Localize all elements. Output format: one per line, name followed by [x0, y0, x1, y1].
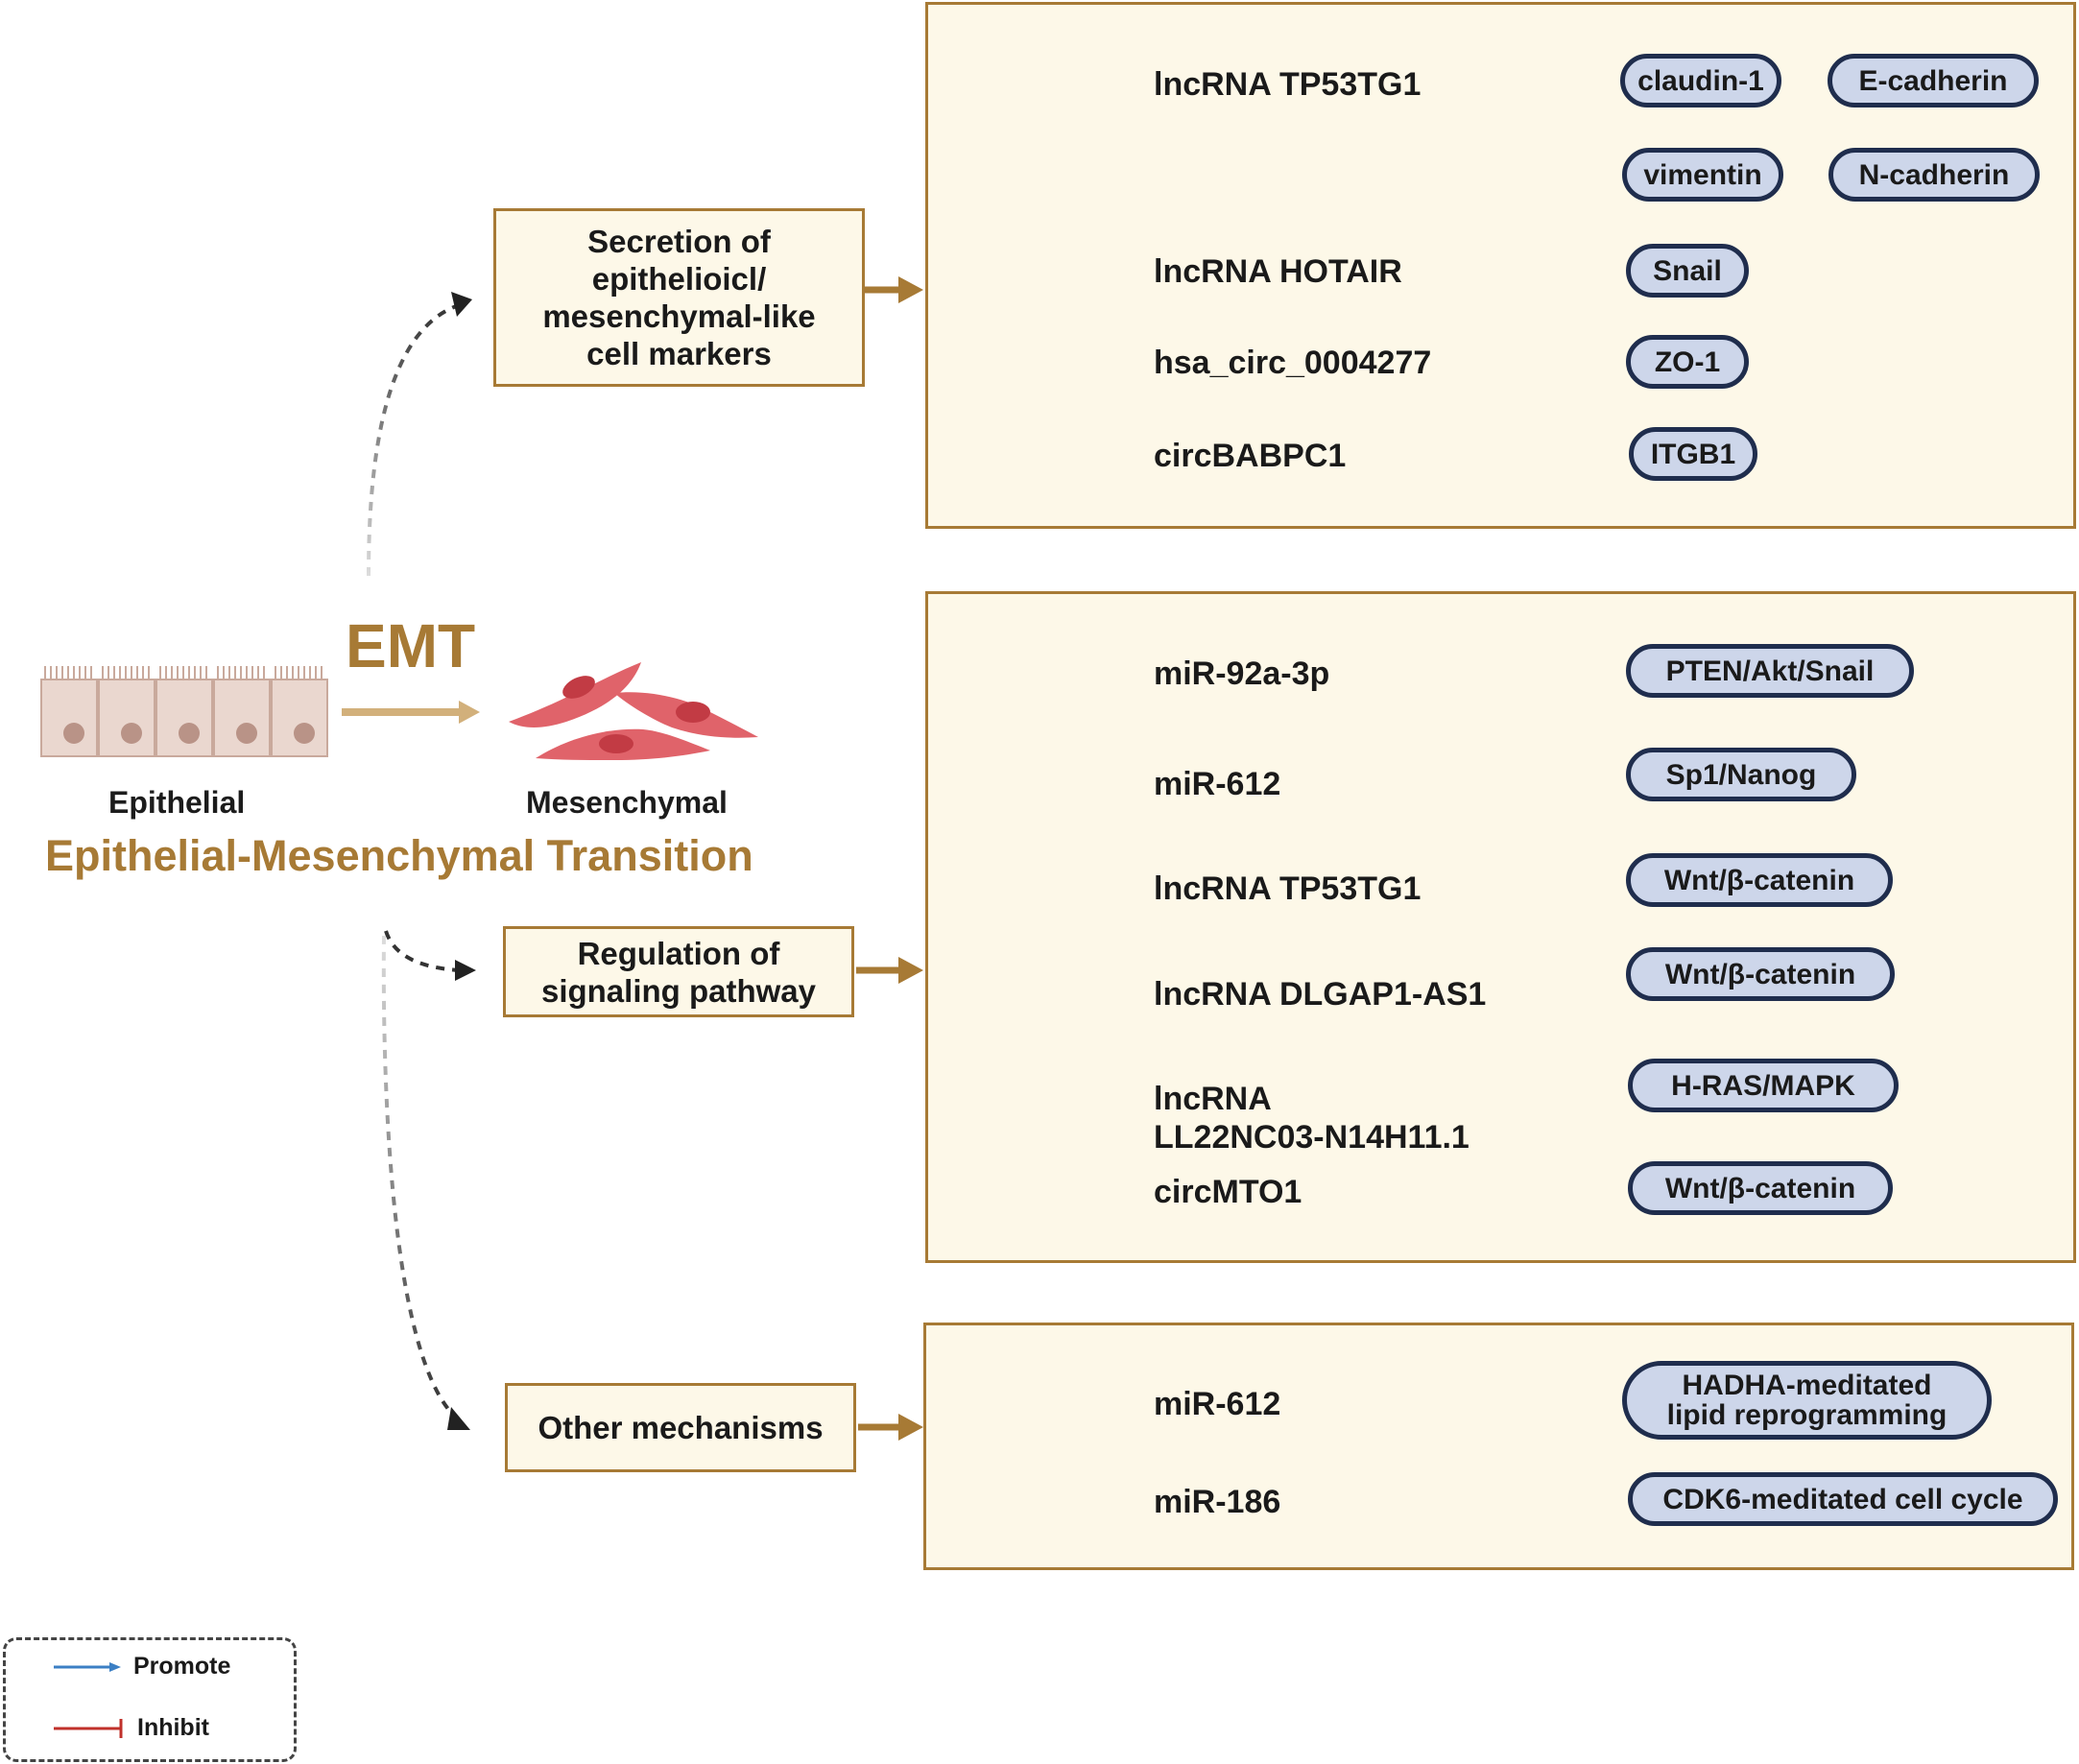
legend-promote-arrow [54, 1662, 121, 1672]
target-pill: Wnt/β-catenin [1628, 1161, 1893, 1215]
epithelial-cells-icon [40, 666, 328, 757]
legend [3, 1637, 297, 1762]
category-marker-secretion: Secretion of epithelioicl/ mesenchymal-l… [493, 208, 865, 387]
branch-connector-middle [384, 930, 476, 981]
regulator-label: circMTO1 [1154, 1174, 1302, 1210]
mesenchymal-label: Mesenchymal [526, 785, 728, 820]
target-pill: vimentin [1622, 148, 1783, 202]
epithelial-label: Epithelial [108, 785, 246, 820]
regulator-label: lncRNA LL22NC03-N14H11.1 [1154, 1081, 1470, 1156]
regulator-label: miR-612 [1154, 766, 1281, 802]
category-arrow-1 [864, 276, 923, 303]
regulator-label: circBABPC1 [1154, 438, 1347, 474]
emt-full-name: Epithelial-Mesenchymal Transition [45, 831, 753, 880]
target-pill: Sp1/Nanog [1626, 748, 1856, 801]
panel-other-mechanisms [923, 1323, 2074, 1570]
panel-signaling-pathway [925, 591, 2076, 1263]
target-pill: E-cadherin [1828, 54, 2039, 107]
target-pill: Wnt/β-catenin [1626, 947, 1895, 1001]
legend-promote-label: Promote [133, 1653, 231, 1680]
regulator-label: lncRNA HOTAIR [1154, 253, 1402, 290]
target-pill: PTEN/Akt/Snail [1626, 644, 1914, 698]
regulator-label: lncRNA TP53TG1 [1154, 66, 1422, 103]
branch-connector-bottom [381, 935, 470, 1430]
regulator-label: lncRNA TP53TG1 [1154, 870, 1422, 907]
target-pill: Snail [1626, 244, 1749, 298]
regulator-label: miR-612 [1154, 1386, 1281, 1422]
target-pill: CDK6-meditated cell cycle [1628, 1472, 2058, 1526]
target-pill: N-cadherin [1828, 148, 2040, 202]
emt-abbrev: EMT [346, 611, 476, 680]
target-pill: ITGB1 [1629, 427, 1757, 481]
target-pill: Wnt/β-catenin [1626, 853, 1893, 907]
branch-connector-top [367, 292, 472, 577]
regulator-label: lncRNA DLGAP1-AS1 [1154, 976, 1487, 1013]
target-pill: H-RAS/MAPK [1628, 1059, 1899, 1112]
target-pill: ZO-1 [1626, 335, 1749, 389]
emt-transition-arrow [342, 701, 480, 724]
category-other-mechanisms: Other mechanisms [505, 1383, 856, 1472]
target-pill: claudin-1 [1620, 54, 1781, 107]
mesenchymal-cells-icon [509, 662, 758, 760]
category-arrow-2 [856, 957, 923, 984]
target-pill: HADHA-meditated lipid reprogramming [1622, 1361, 1992, 1440]
regulator-label: miR-186 [1154, 1484, 1281, 1520]
regulator-label: miR-92a-3p [1154, 656, 1330, 692]
category-signaling-pathway: Regulation of signaling pathway [503, 926, 854, 1017]
regulator-label: hsa_circ_0004277 [1154, 345, 1432, 381]
legend-inhibit-label: Inhibit [137, 1714, 209, 1741]
legend-inhibit-bar [54, 1719, 123, 1738]
category-arrow-3 [858, 1414, 923, 1441]
